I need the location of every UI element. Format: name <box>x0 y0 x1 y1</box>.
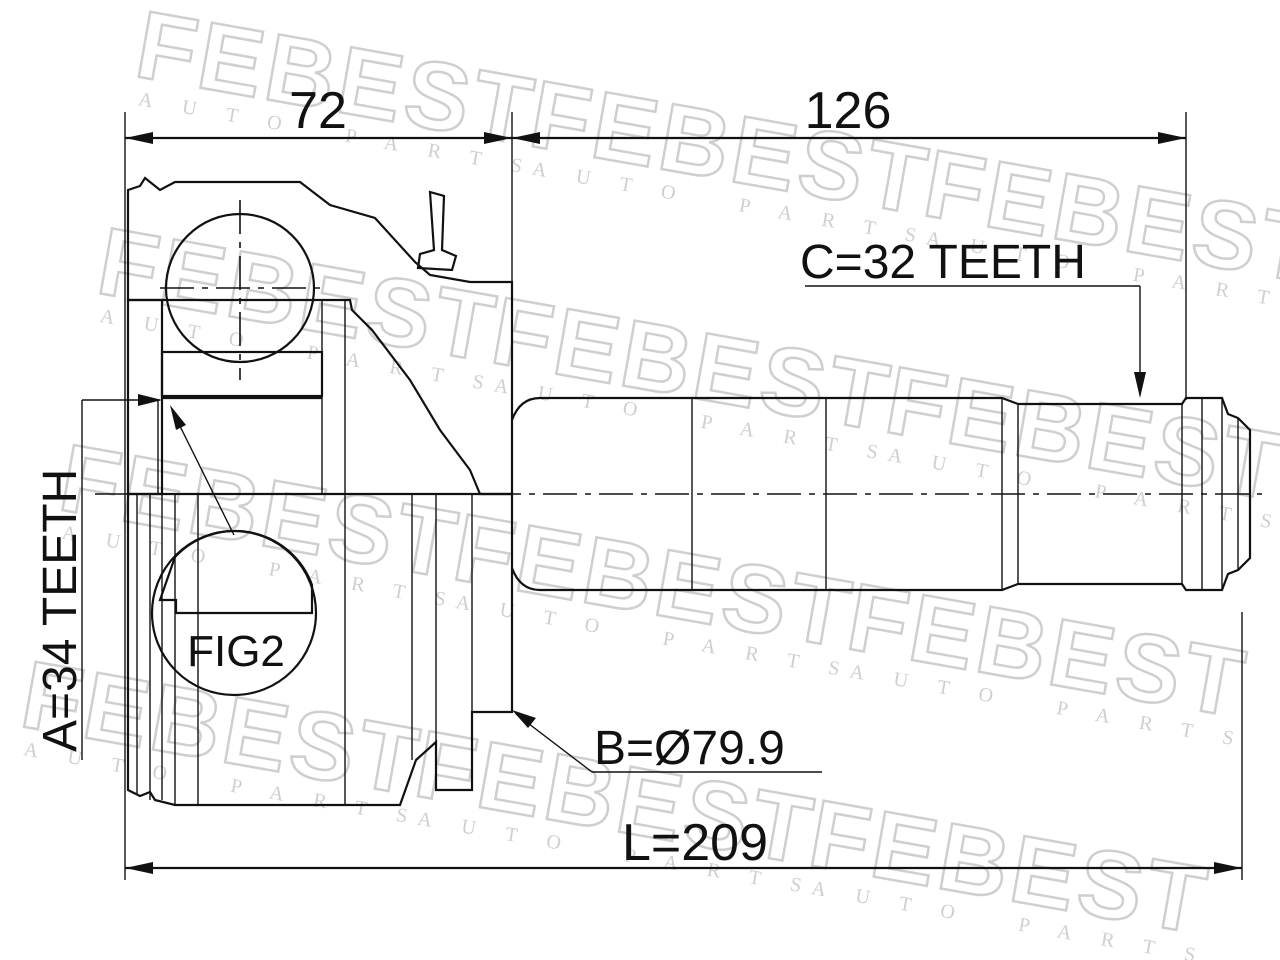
dimension-72-label: 72 <box>289 82 347 140</box>
callout-abs-diameter: B=Ø79.9 <box>512 710 822 775</box>
dimension-126-label: 126 <box>805 82 892 140</box>
callout-outer-spline: C=32 TEETH <box>800 236 1146 398</box>
callout-inner-spline: A=34 TEETH <box>34 394 162 760</box>
fig2-detail: FIG2 <box>150 405 318 697</box>
extension-lines <box>124 112 1243 880</box>
dimension-72: 72 <box>125 82 512 144</box>
dimension-total: L=209 <box>125 814 1242 874</box>
fig2-label: FIG2 <box>187 627 285 676</box>
joint-lower-body <box>126 492 514 807</box>
shaft <box>510 396 1252 592</box>
abs-diameter-label: B=Ø79.9 <box>594 722 785 775</box>
dimension-126: 126 <box>512 82 1186 144</box>
outer-spline-label: C=32 TEETH <box>800 236 1086 289</box>
joint-upper-section <box>126 176 514 496</box>
inner-spline-label: A=34 TEETH <box>34 469 87 752</box>
total-length-label: L=209 <box>622 814 768 872</box>
